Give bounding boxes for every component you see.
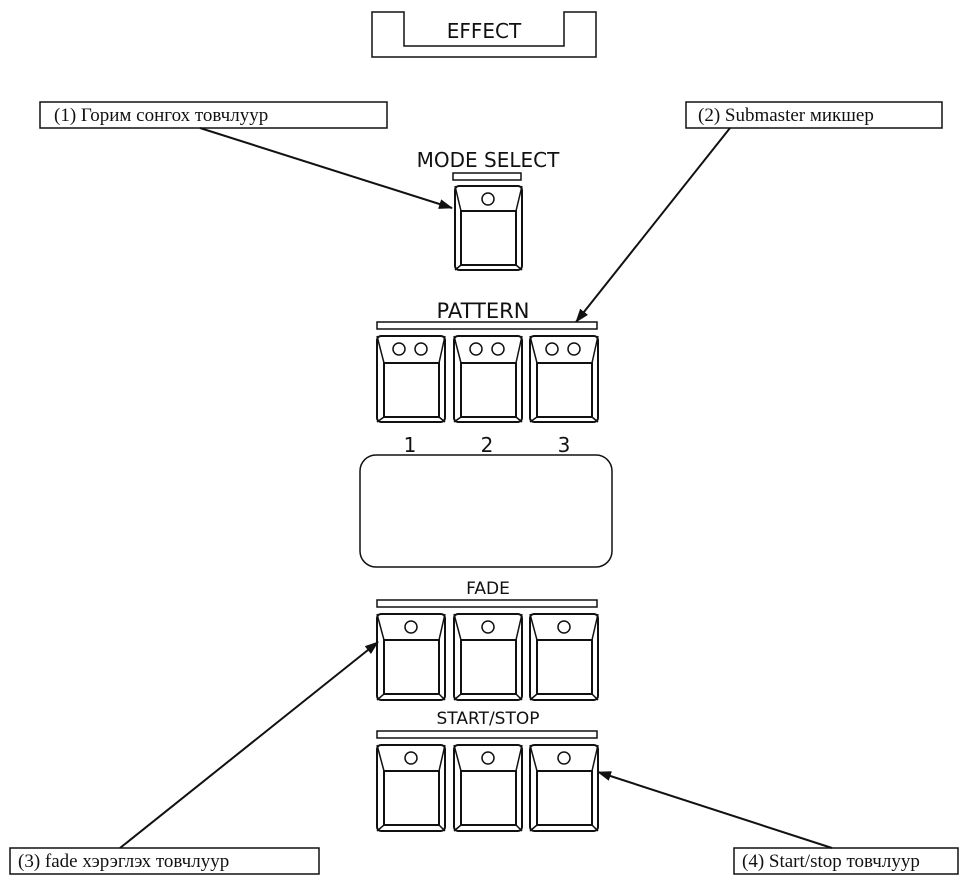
start-stop-bar xyxy=(376,730,598,739)
start-stop-label: START/STOP xyxy=(437,709,540,729)
pattern-number-3: 3 xyxy=(558,433,571,457)
pattern-number-2: 2 xyxy=(481,433,494,457)
pattern-display xyxy=(359,454,613,568)
callout-1-box xyxy=(39,101,388,129)
callout-4-arrow xyxy=(597,771,833,849)
pattern-bar xyxy=(376,321,598,330)
callout-1-text: (1) Горим сонгох товчлуур xyxy=(54,105,268,126)
effect-label: EFFECT xyxy=(447,19,522,43)
start-stop-button-3[interactable] xyxy=(529,744,599,832)
pattern-button-3[interactable] xyxy=(529,335,599,423)
pattern-button-2[interactable] xyxy=(453,335,523,423)
fade-label: FADE xyxy=(466,579,510,599)
callout-4: (4) Start/stop товчлуур xyxy=(597,771,959,875)
start-stop-button-1[interactable] xyxy=(376,744,446,832)
callout-3: (3) fade хэрэглэх товчлуур xyxy=(9,641,379,875)
start-stop-button-2[interactable] xyxy=(453,744,523,832)
fade-button-1[interactable] xyxy=(376,613,446,701)
fade-bar xyxy=(376,599,598,608)
fade-button-3[interactable] xyxy=(529,613,599,701)
fade-button-2[interactable] xyxy=(453,613,523,701)
callout-1: (1) Горим сонгох товчлуур xyxy=(39,101,453,209)
callout-3-box xyxy=(9,847,320,875)
mode-select-led xyxy=(481,192,495,206)
effect-tab: EFFECT xyxy=(371,11,597,58)
pattern-group: PATTERN 1 2 3 xyxy=(359,299,613,568)
callout-1-arrow xyxy=(199,127,453,209)
pattern-number-1: 1 xyxy=(404,433,417,457)
pattern-button-1[interactable] xyxy=(376,335,446,423)
callout-2-text: (2) Submaster микшер xyxy=(698,105,874,126)
callout-2: (2) Submaster микшер xyxy=(575,101,943,323)
fade-group: FADE xyxy=(376,579,599,701)
pattern-label: PATTERN xyxy=(437,299,530,323)
callout-4-text: (4) Start/stop товчлуур xyxy=(742,851,920,872)
mode-select-group: MODE SELECT xyxy=(417,148,560,271)
callout-2-box xyxy=(685,101,943,129)
callout-3-text: (3) fade хэрэглэх товчлуур xyxy=(18,851,229,872)
start-stop-group: START/STOP xyxy=(376,709,599,832)
mode-select-button[interactable] xyxy=(454,185,523,271)
mode-select-bar xyxy=(452,172,522,181)
mode-select-label: MODE SELECT xyxy=(417,148,560,172)
callout-2-arrow xyxy=(575,127,731,323)
callout-3-arrow xyxy=(119,641,379,849)
callout-4-box xyxy=(733,847,959,875)
